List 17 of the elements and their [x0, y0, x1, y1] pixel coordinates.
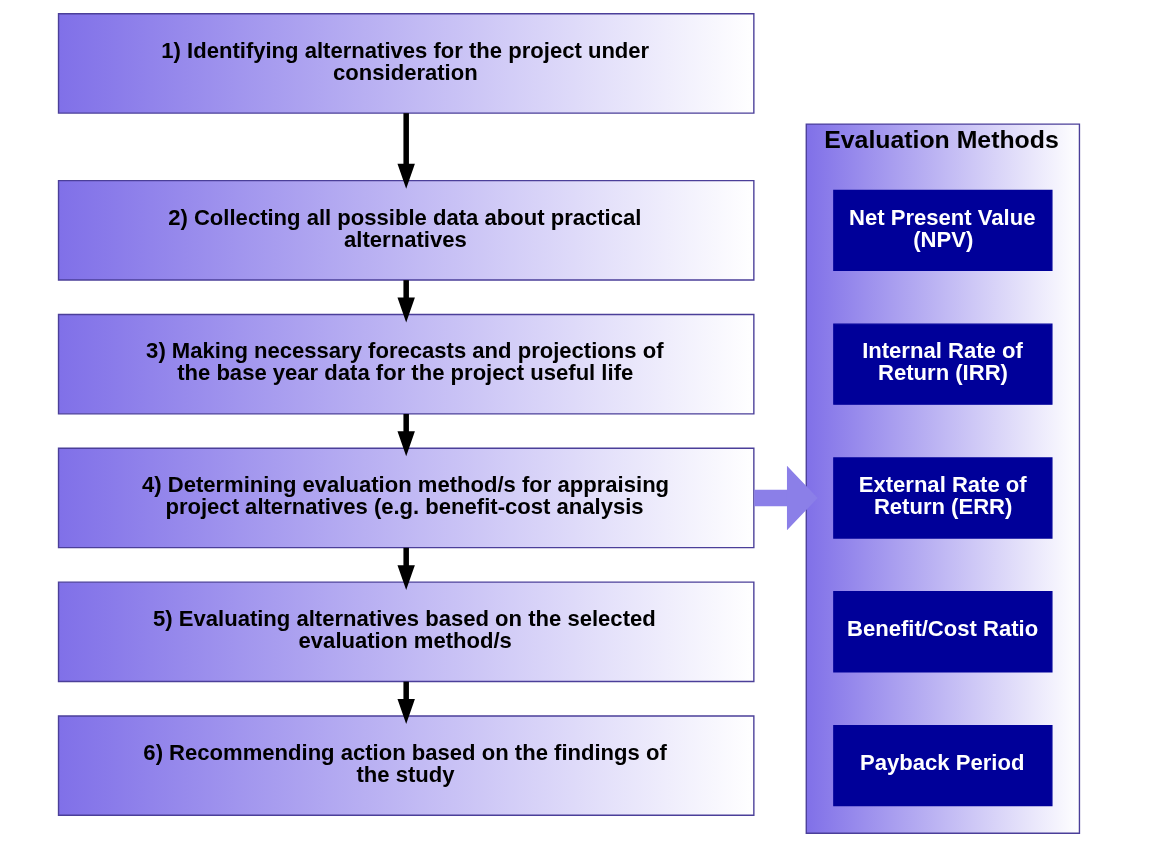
- node-box: 2) Collecting all possible data about practical alternatives: [57, 180, 755, 281]
- node-box: Payback Period: [833, 724, 1053, 807]
- node-box: Net Present Value (NPV): [833, 189, 1053, 272]
- arrow: [754, 465, 818, 531]
- arrow: [397, 547, 415, 591]
- node-box: Internal Rate of Return (IRR): [833, 323, 1053, 405]
- arrow: [397, 413, 415, 457]
- node-box: 4) Determining evaluation method/s for appraising project alternatives (e.g. benefit-cost analysis: [57, 447, 755, 549]
- node-box: 3) Making necessary forecasts and projections of the base year data for the project useful life: [57, 313, 755, 415]
- node-box: 6) Recommending action based on the findings of the study: [57, 715, 755, 816]
- node-box: Benefit/Cost Ratio: [833, 591, 1053, 673]
- arrow: [397, 280, 415, 323]
- arrow: [397, 113, 415, 189]
- node-box: 5) Evaluating alternatives based on the selected evaluation method/s: [57, 581, 755, 683]
- node-box: External Rate of Return (ERR): [833, 457, 1053, 539]
- node-box: 1) Identifying alternatives for the project under consideration: [57, 13, 755, 114]
- arrow: [397, 681, 415, 724]
